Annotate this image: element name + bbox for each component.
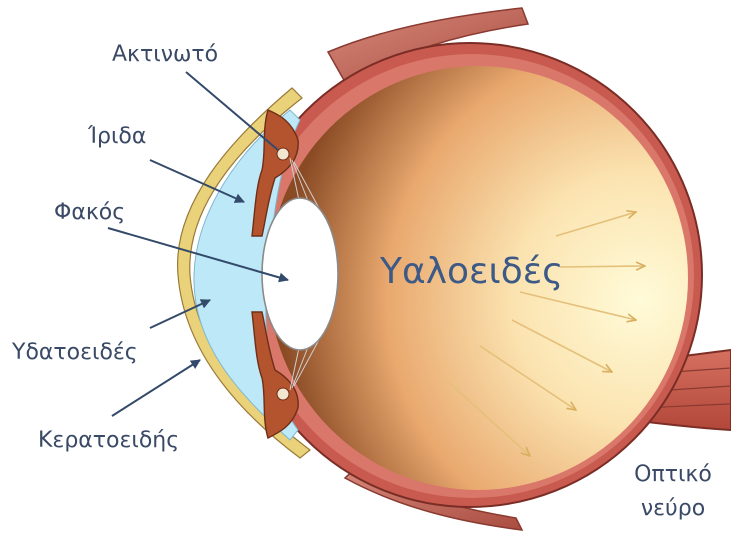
label-vitreous-body: Υαλοειδές	[380, 252, 563, 292]
pointer-ciliary	[186, 72, 278, 150]
label-optic-nerve-line1: Οπτικό	[628, 462, 718, 488]
pointer-cornea	[112, 360, 200, 416]
label-cornea: Κερατοειδής	[38, 428, 179, 454]
label-ciliary-body: Ακτινωτό	[112, 42, 218, 68]
label-optic-nerve-line2: νεύρο	[628, 496, 718, 522]
label-optic-nerve: Οπτικό νεύρο	[628, 462, 718, 522]
label-lens: Φακός	[54, 200, 125, 226]
lens	[262, 198, 338, 350]
label-iris: Ίριδα	[88, 124, 146, 150]
label-aqueous-humour: Υδατοειδές	[12, 340, 138, 366]
